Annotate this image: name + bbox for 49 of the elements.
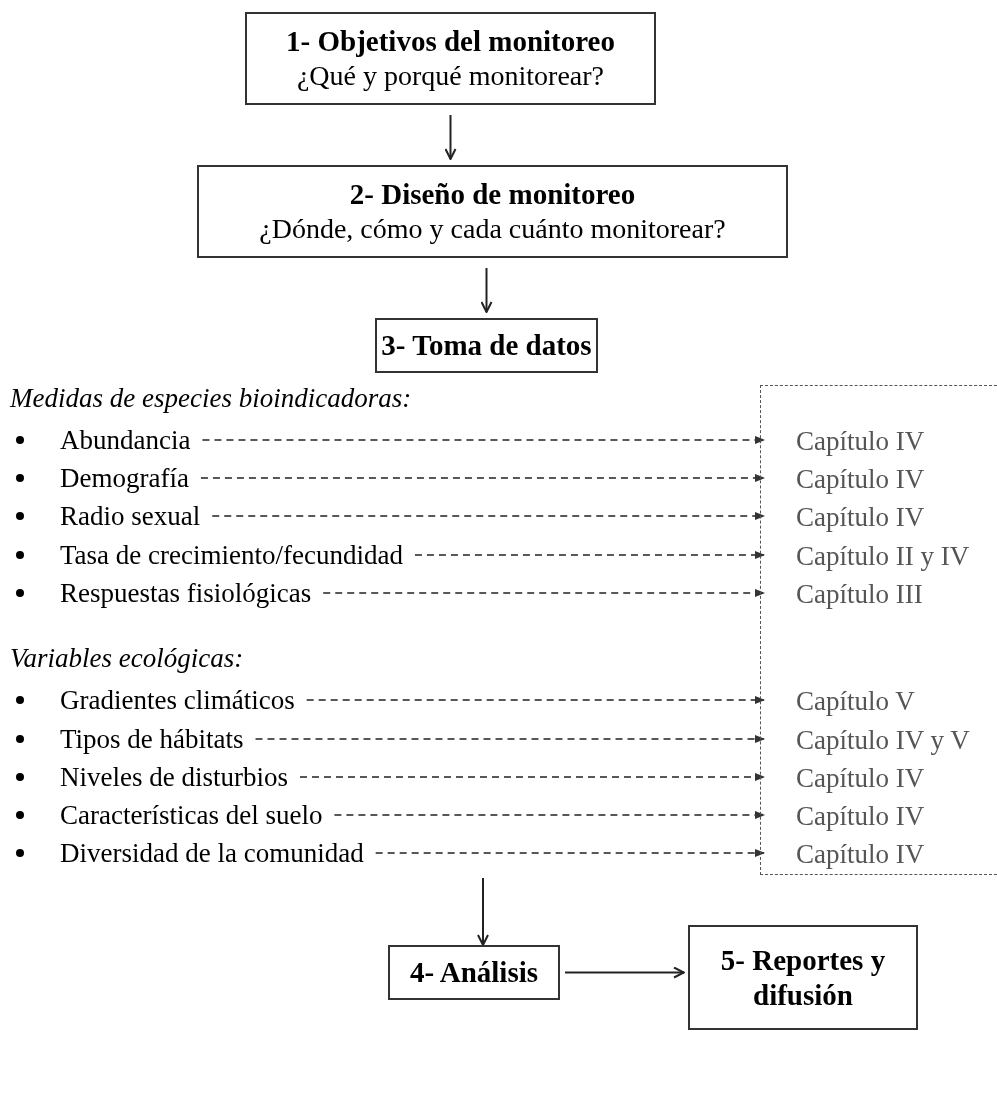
box-title: 3- Toma de datos bbox=[381, 328, 592, 363]
dashed-arrow bbox=[305, 696, 765, 704]
dashed-arrow bbox=[299, 773, 765, 781]
chapter-reference: Capítulo IV bbox=[768, 799, 925, 833]
list-item-text: Respuestas fisiológicas bbox=[60, 576, 312, 610]
list-item-text: Abundancia bbox=[60, 423, 191, 457]
chapter-reference: Capítulo III bbox=[768, 577, 923, 611]
process-box bbox=[375, 318, 598, 373]
list-item-text: Tipos de hábitats bbox=[60, 722, 244, 756]
box-question: ¿Dónde, cómo y cada cuánto monitorear? bbox=[259, 212, 726, 246]
dashed-arrow bbox=[200, 474, 765, 482]
dashed-arrow bbox=[322, 589, 765, 597]
dashed-arrow bbox=[333, 811, 765, 819]
arrow bbox=[564, 966, 685, 979]
chapter-reference: Capítulo IV bbox=[768, 424, 925, 458]
process-box bbox=[688, 925, 918, 1030]
chapter-reference: Capítulo V bbox=[768, 684, 915, 718]
list-item-text: Tasa de crecimiento/fecundidad bbox=[60, 538, 403, 572]
box-title: 1- Objetivos del monitoreo bbox=[286, 24, 615, 60]
dashed-arrow bbox=[254, 735, 765, 743]
dashed-arrow bbox=[414, 551, 765, 559]
process-box bbox=[245, 12, 656, 105]
chapter-reference: Capítulo IV bbox=[768, 462, 925, 496]
dashed-arrow bbox=[374, 849, 765, 857]
list-item-text: Demografía bbox=[60, 461, 189, 495]
chapter-reference: Capítulo II y IV bbox=[768, 539, 970, 573]
list-item-text: Radio sexual bbox=[60, 499, 201, 533]
chapter-reference: Capítulo IV bbox=[768, 837, 925, 871]
list-item-text: Gradientes climáticos bbox=[60, 683, 295, 717]
box-title: 4- Análisis bbox=[409, 955, 539, 990]
dashed-arrow bbox=[201, 436, 765, 444]
section-heading: Variables ecológicas: bbox=[10, 643, 244, 674]
arrow bbox=[477, 877, 489, 946]
section-heading: Medidas de especies bioindicadoras: bbox=[10, 383, 412, 414]
process-box bbox=[197, 165, 788, 258]
chapter-reference: Capítulo IV bbox=[768, 761, 925, 795]
box-title: 2- Diseño de monitoreo bbox=[349, 177, 636, 213]
arrow bbox=[480, 267, 493, 313]
list-item-text: Niveles de disturbios bbox=[60, 760, 288, 794]
chapter-reference: Capítulo IV bbox=[768, 500, 925, 534]
box-title: 5- Reportes y difusión bbox=[719, 942, 887, 1013]
arrow bbox=[444, 114, 457, 160]
chapter-reference: Capítulo IV y V bbox=[768, 723, 970, 757]
process-box bbox=[388, 945, 560, 1000]
dashed-frame bbox=[760, 385, 997, 875]
list-item-text: Diversidad de la comunidad bbox=[60, 836, 364, 870]
box-question: ¿Qué y porqué monitorear? bbox=[296, 59, 605, 93]
dashed-arrow bbox=[211, 512, 765, 520]
list-item-text: Características del suelo bbox=[60, 798, 323, 832]
